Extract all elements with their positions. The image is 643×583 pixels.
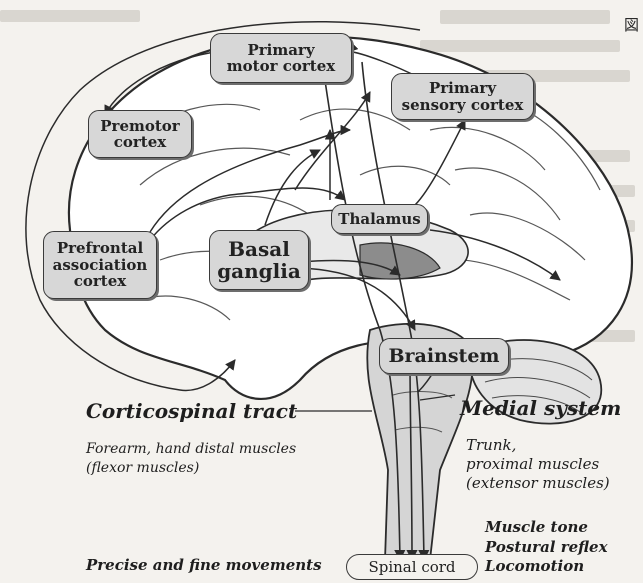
box-premotor-cortex: Premotor cortex bbox=[88, 110, 192, 158]
box-prefrontal-association-cortex: Prefrontal association cortex bbox=[43, 231, 157, 299]
label-medial-system: Medial system bbox=[460, 396, 621, 420]
label-precise-fine-movements: Precise and fine movements bbox=[86, 556, 322, 574]
box-basal-ganglia: Basal ganglia bbox=[209, 230, 309, 290]
label-corticospinal-targets: Forearm, hand distal muscles (flexor mus… bbox=[86, 440, 296, 478]
label-corticospinal-tract: Corticospinal tract bbox=[86, 399, 297, 423]
box-brainstem: Brainstem bbox=[379, 338, 509, 374]
box-thalamus: Thalamus bbox=[331, 204, 428, 234]
box-primary-motor-cortex: Primary motor cortex bbox=[210, 33, 352, 83]
figure-mark: 図 bbox=[624, 14, 639, 35]
label-medial-targets: Trunk, proximal muscles (extensor muscle… bbox=[466, 436, 610, 492]
box-primary-sensory-cortex: Primary sensory cortex bbox=[391, 73, 534, 120]
label-medial-functions: Muscle tone Postural reflex Locomotion bbox=[485, 518, 608, 577]
box-spinal-cord: Spinal cord bbox=[346, 554, 478, 580]
